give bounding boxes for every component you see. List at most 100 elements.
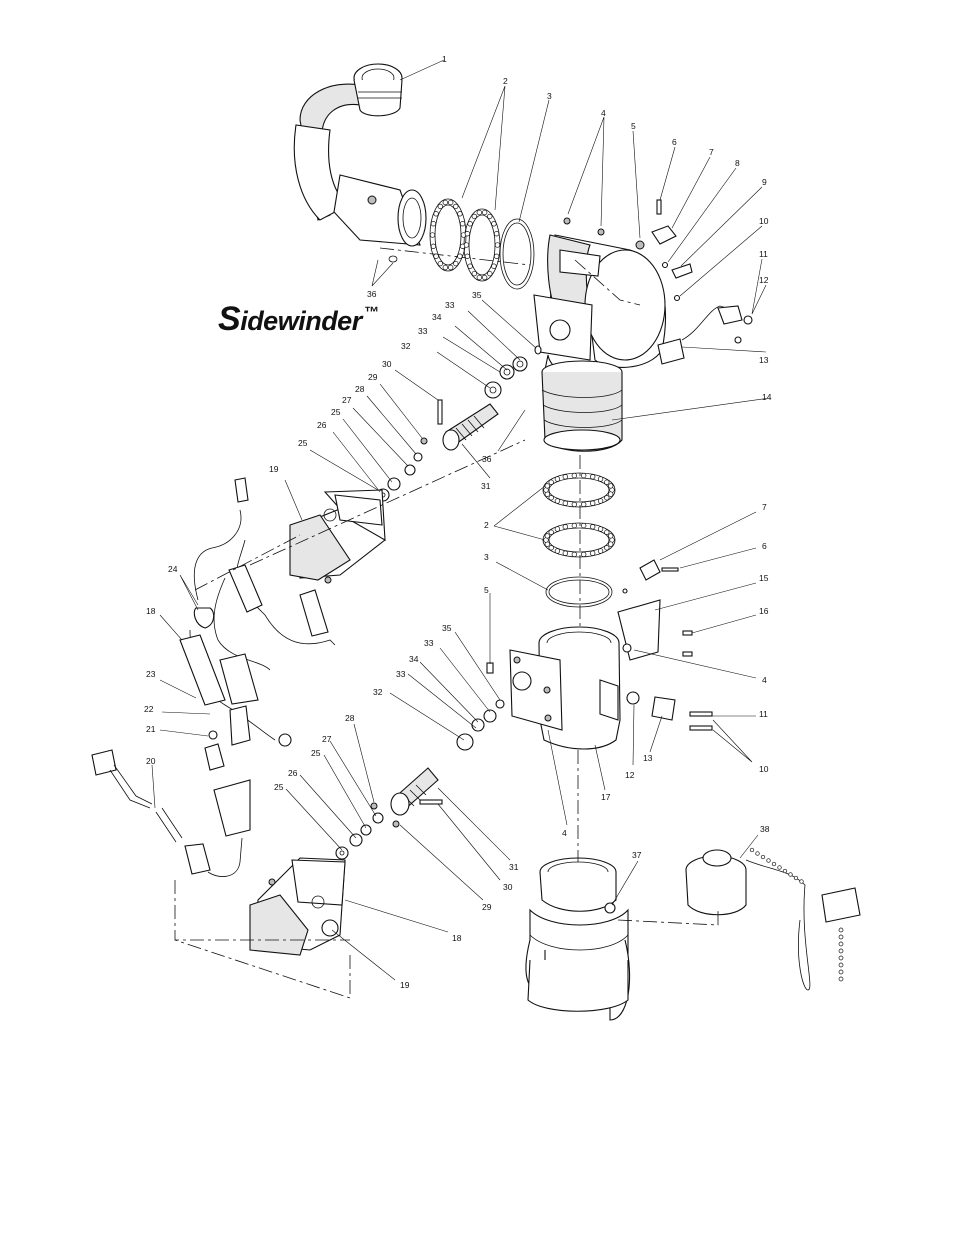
ball-bearing-bead (464, 243, 469, 248)
cap-chain-bead (839, 942, 843, 946)
swivel-flange-part (542, 361, 622, 451)
motor-cable-connector-part (658, 306, 752, 364)
ball-bearing-bead (468, 222, 473, 227)
ball-bearing-bead (572, 552, 577, 557)
callout-32-top: 32 (401, 341, 411, 351)
ball-bearing-bead (555, 477, 560, 482)
callout-13-lower: 13 (643, 753, 653, 763)
cap-chain-bead (761, 855, 765, 859)
ball-bearing-bead (458, 254, 463, 259)
ball-bearing-bead (605, 530, 610, 535)
callout-5: 5 (631, 121, 636, 131)
ball-bearing-bead (434, 254, 439, 259)
ball-bearing-bead (488, 214, 493, 219)
ball-bearing-bead (468, 264, 473, 269)
callout-34-top: 34 (432, 312, 442, 322)
dust-cap-part (686, 850, 860, 990)
ball-bearing-bead (572, 473, 577, 478)
callout-4: 4 (601, 108, 606, 118)
ball-bearing-bead (598, 527, 603, 532)
callout-11-lower: 11 (759, 709, 768, 719)
ball-bearing-bead (458, 212, 463, 217)
ball-bearing-bead (482, 210, 487, 215)
brand-rest: idewinder (240, 306, 362, 336)
ball-bearing-bead (545, 534, 550, 539)
callout-29-top: 29 (368, 372, 378, 382)
cap-chain-bead (778, 866, 782, 870)
ball-bearing-bead (608, 542, 613, 547)
callout-11: 11 (759, 249, 768, 259)
callout-3-lower: 3 (484, 552, 489, 562)
callout-32-lower: 32 (373, 687, 383, 697)
ball-bearing-bead (581, 502, 586, 507)
callout-33-top-b: 33 (418, 326, 428, 336)
cap-chain-bead (794, 876, 798, 880)
ball-bearing-bead (563, 551, 568, 556)
ball-bearing-bead (494, 231, 499, 236)
cap-chain-bead (789, 873, 793, 877)
ball-bearing-bead (431, 221, 436, 226)
ball-bearing-bead (555, 549, 560, 554)
callout-26-lower: 26 (288, 768, 298, 778)
ball-bearing-bead (598, 549, 603, 554)
ball-bearing-bead (477, 275, 482, 280)
callout-27-lower: 27 (322, 734, 332, 744)
ball-bearing-bead (605, 480, 610, 485)
callout-28-top: 28 (355, 384, 365, 394)
ball-bearing-bead (608, 492, 613, 497)
ball-bearing-bead (549, 496, 554, 501)
callout-27-top: 27 (342, 395, 352, 405)
callout-19-top: 19 (269, 464, 279, 474)
ball-bearing-bead (608, 534, 613, 539)
set-screw-part (389, 256, 397, 262)
ball-bearing-bead (438, 204, 443, 209)
ball-bearing-bead (581, 473, 586, 478)
trademark-mark: ™ (364, 304, 379, 321)
callout-12: 12 (759, 275, 769, 285)
ball-bearing-bead (598, 477, 603, 482)
callout-33-top-a: 33 (445, 300, 455, 310)
ball-bearing-bead (555, 499, 560, 504)
callout-9: 9 (762, 177, 767, 187)
ball-bearing-bead (488, 271, 493, 276)
ball-bearing-bead (549, 530, 554, 535)
ball-bearing-bead (472, 271, 477, 276)
callout-33-lower-b: 33 (396, 669, 406, 679)
lower-swivel-body-part (510, 627, 620, 749)
ball-bearing-bead (572, 523, 577, 528)
callout-34-lower: 34 (409, 654, 419, 664)
cap-chain-bead (839, 970, 843, 974)
callout-25-top-b: 25 (298, 438, 308, 448)
callout-8: 8 (735, 158, 740, 168)
ball-bearing-bead (494, 254, 499, 259)
callout-10: 10 (759, 216, 769, 226)
callout-29-lower: 29 (482, 902, 492, 912)
ball-bearing-bead (492, 222, 497, 227)
cap-chain-bead (839, 949, 843, 953)
callout-30-top: 30 (382, 359, 392, 369)
ball-bearing-bead (590, 501, 595, 506)
ball-bearing-bead (563, 525, 568, 530)
lower-drive-stack (336, 663, 504, 859)
callout-35-lower: 35 (442, 623, 452, 633)
cap-chain-bead (839, 935, 843, 939)
ball-bearing-bead (555, 527, 560, 532)
callout-25-lower-a: 25 (311, 748, 321, 758)
callout-23: 23 (146, 669, 156, 679)
cap-chain-bead (783, 869, 787, 873)
callout-36-top: 36 (367, 289, 377, 299)
callout-7-lower: 7 (762, 502, 767, 512)
ball-bearing-bead (549, 480, 554, 485)
callout-15: 15 (759, 573, 769, 583)
ball-bearing-bead (598, 499, 603, 504)
bearing-ring-lower-part (543, 473, 615, 557)
quick-coupling-part (526, 858, 630, 1020)
ball-bearing-bead (581, 523, 586, 528)
callout-labels: 1 2 3 4 5 6 7 8 9 10 11 12 13 36 35 33 3… (144, 54, 772, 990)
callout-4-lower-right: 4 (762, 675, 767, 685)
cap-chain-bead (772, 862, 776, 866)
ball-bearing-bead (590, 475, 595, 480)
callout-20: 20 (146, 756, 156, 766)
callout-21: 21 (146, 724, 156, 734)
callout-13: 13 (759, 355, 769, 365)
